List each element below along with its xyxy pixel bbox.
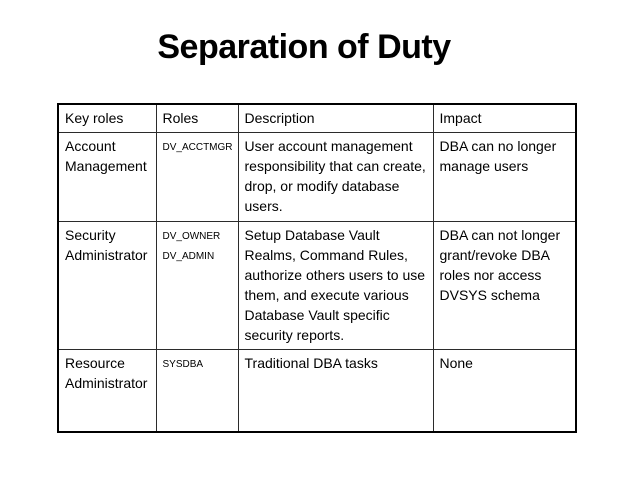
cell-key-role: Account Management (57, 132, 157, 222)
separation-of-duty-table: Key roles Roles Description Impact Accou… (57, 103, 577, 433)
header-roles: Roles (155, 103, 239, 133)
table-row-account-management: Account Management DV_ACCTMGR User accou… (57, 132, 577, 222)
page-title: Separation of Duty (157, 28, 451, 66)
role-name: DV_ACCTMGR (162, 142, 233, 153)
role-name: DV_ADMIN (162, 251, 215, 262)
cell-roles: DV_ACCTMGR (155, 132, 239, 222)
cell-key-role: Security Administrator (57, 221, 157, 350)
cell-impact: DBA can no longer manage users (432, 132, 577, 222)
cell-description: User account management responsibility t… (237, 132, 434, 222)
table-header-row: Key roles Roles Description Impact (57, 103, 577, 133)
cell-impact: None (432, 349, 577, 432)
role-name: DV_OWNER (162, 231, 221, 242)
cell-description: Traditional DBA tasks (237, 349, 434, 432)
cell-description: Setup Database Vault Realms, Command Rul… (237, 221, 434, 350)
cell-key-role: Resource Administrator (57, 349, 157, 432)
header-key-roles: Key roles (57, 103, 157, 133)
table-row-security-administrator: Security Administrator DV_OWNER DV_ADMIN… (57, 221, 577, 350)
cell-roles: DV_OWNER DV_ADMIN (155, 221, 239, 350)
cell-roles: SYSDBA (155, 349, 239, 432)
header-description: Description (237, 103, 434, 133)
header-impact: Impact (432, 103, 577, 133)
cell-impact: DBA can not longer grant/revoke DBA role… (432, 221, 577, 350)
table-row-resource-administrator: Resource Administrator SYSDBA Traditiona… (57, 349, 577, 432)
role-name: SYSDBA (162, 359, 204, 370)
